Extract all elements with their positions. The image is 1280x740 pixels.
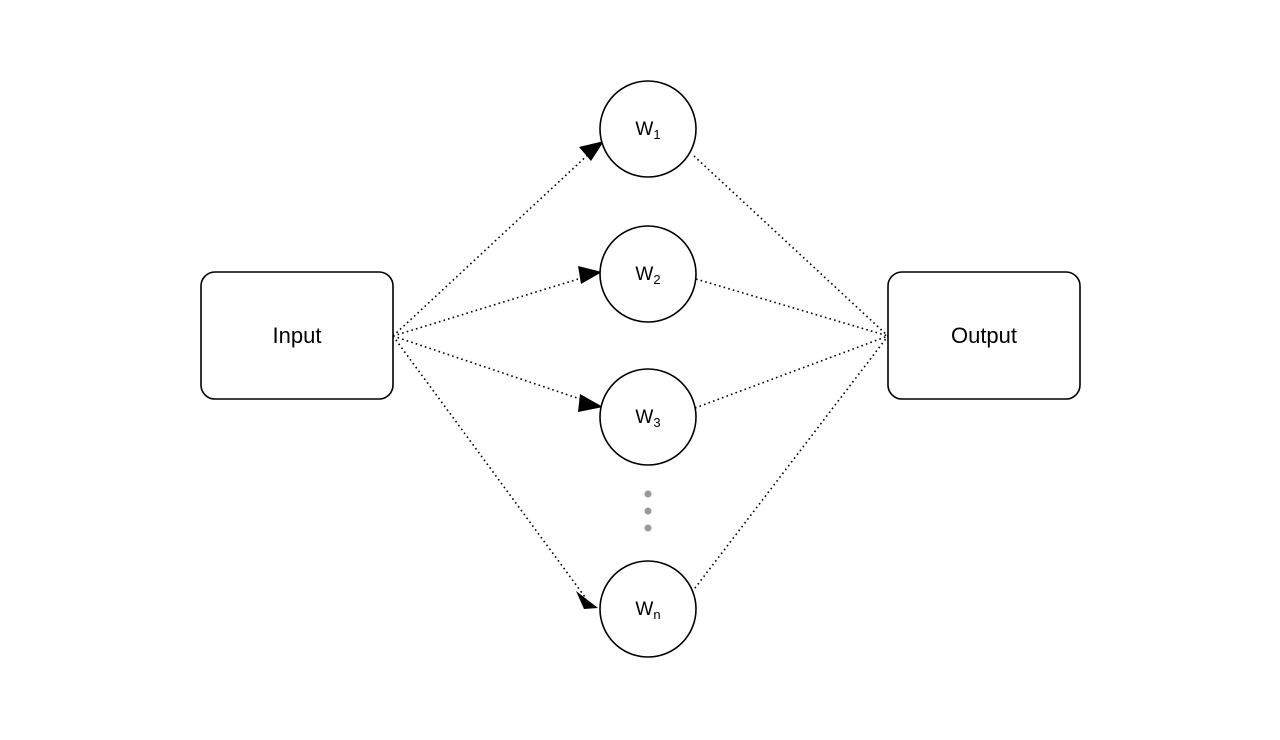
edge-line — [392, 335, 586, 598]
edge-w1-to-output — [693, 155, 889, 337]
weight-node-label: W3 — [635, 407, 660, 430]
vertical-ellipsis-icon — [644, 490, 652, 532]
edge-line — [392, 335, 590, 403]
output-box-shape — [887, 271, 1081, 400]
edge-input-to-wn — [392, 335, 598, 609]
weight-node-circle — [599, 225, 697, 323]
ellipsis-dot — [644, 490, 652, 498]
weight-node-circle — [599, 560, 697, 658]
output-edges-group — [691, 155, 889, 593]
arrowhead-icon — [579, 141, 604, 161]
ellipsis-dot — [644, 507, 652, 515]
weight-node-subscript: 1 — [653, 127, 660, 142]
weight-node-subscript: n — [653, 607, 660, 622]
output-box[interactable]: Output — [887, 271, 1081, 400]
edge-line — [392, 275, 589, 337]
edge-w2-to-output — [695, 278, 889, 337]
weight-node-circle — [599, 368, 697, 466]
weight-node-wn[interactable]: Wn — [599, 560, 697, 658]
weight-node-w3[interactable]: W3 — [599, 368, 697, 466]
weight-node-base: W — [635, 264, 653, 285]
weight-node-base: W — [635, 599, 653, 620]
arrowhead-icon — [578, 266, 602, 284]
output-box-label: Output — [951, 323, 1017, 348]
edge-input-to-w1 — [392, 141, 604, 337]
input-edges-group — [392, 141, 604, 609]
edge-input-to-w3 — [392, 335, 603, 412]
weight-node-subscript: 2 — [653, 272, 660, 287]
weight-node-label: W2 — [635, 264, 660, 287]
input-box-label: Input — [273, 323, 322, 348]
weight-node-label: W1 — [635, 119, 660, 142]
weight-node-base: W — [635, 407, 653, 428]
weight-node-label: Wn — [635, 599, 660, 622]
edge-wn-to-output — [691, 335, 889, 593]
weight-node-base: W — [635, 119, 653, 140]
weight-node-circle — [599, 80, 697, 178]
weight-node-w1[interactable]: W1 — [599, 80, 697, 178]
input-box-shape — [200, 271, 394, 400]
weight-node-w2[interactable]: W2 — [599, 225, 697, 323]
edge-line — [392, 150, 593, 337]
weight-node-subscript: 3 — [653, 415, 660, 430]
input-box[interactable]: Input — [200, 271, 394, 400]
edge-w3-to-output — [694, 335, 889, 409]
arrowhead-icon — [576, 591, 598, 609]
ellipsis-dot — [644, 524, 652, 532]
arrowhead-icon — [578, 394, 603, 412]
edge-input-to-w2 — [392, 266, 602, 337]
